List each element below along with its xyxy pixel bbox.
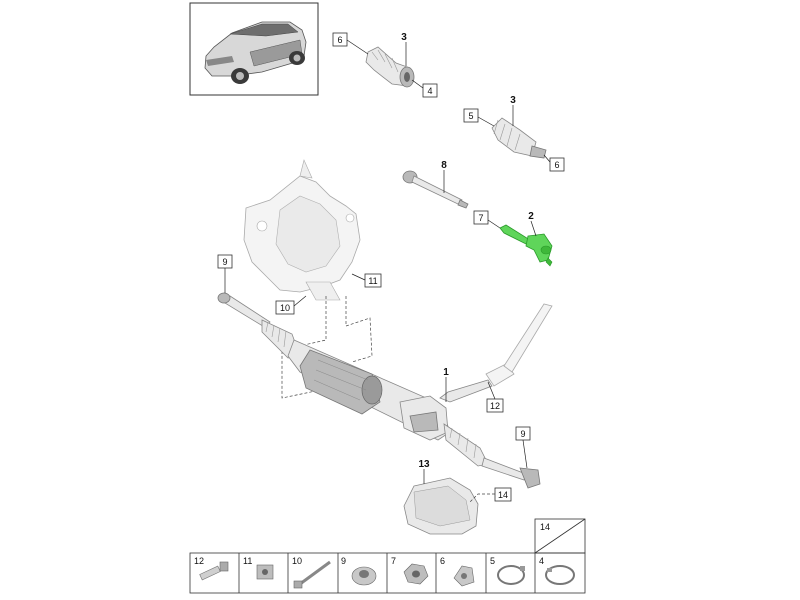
svg-text:4: 4: [427, 86, 432, 96]
legend-cell-6[interactable]: 6: [440, 556, 475, 587]
callout-8[interactable]: 8: [441, 160, 447, 193]
svg-text:4: 4: [539, 556, 544, 566]
svg-text:3: 3: [510, 95, 516, 106]
heat-shield-cover[interactable]: [403, 477, 479, 535]
hose-clamp-icon: [497, 565, 525, 585]
callout-3-upper[interactable]: 3: [401, 32, 407, 66]
callout-13[interactable]: 13: [418, 459, 430, 484]
svg-text:8: 8: [441, 160, 447, 171]
svg-text:10: 10: [280, 303, 290, 313]
svg-text:3: 3: [401, 32, 407, 43]
svg-text:10: 10: [292, 556, 302, 566]
svg-text:6: 6: [440, 556, 445, 566]
legend-cell-5[interactable]: 5: [490, 556, 525, 585]
callout-14[interactable]: 14: [469, 487, 512, 503]
svg-text:12: 12: [194, 556, 204, 566]
callout-3-lower[interactable]: 3: [510, 95, 516, 126]
callout-6-lower[interactable]: 6: [543, 154, 565, 172]
svg-text:12: 12: [490, 401, 500, 411]
bellows-lower[interactable]: [491, 117, 547, 159]
subframe-carrier: [243, 159, 361, 301]
svg-text:11: 11: [243, 556, 252, 566]
svg-text:5: 5: [490, 556, 495, 566]
svg-text:9: 9: [222, 257, 227, 267]
svg-text:6: 6: [554, 160, 559, 170]
svg-text:6: 6: [337, 35, 342, 45]
callout-10[interactable]: 10: [275, 295, 307, 315]
lock-nut-icon: [351, 566, 377, 586]
svg-text:7: 7: [478, 213, 483, 223]
band-clamp-icon: [545, 565, 575, 585]
mounting-guides: [281, 296, 373, 399]
svg-text:9: 9: [520, 429, 525, 439]
svg-text:14: 14: [540, 522, 550, 532]
legend-corner-14: 14: [540, 522, 550, 532]
nut-icon: [256, 564, 274, 580]
steering-gear[interactable]: [217, 292, 553, 489]
bellows-upper[interactable]: [365, 46, 415, 88]
svg-text:7: 7: [391, 556, 396, 566]
tie-rod-end-icon[interactable]: [499, 224, 553, 267]
svg-text:1: 1: [443, 367, 449, 378]
inner-tie-rod[interactable]: [402, 170, 469, 209]
vehicle-thumbnail: [189, 2, 319, 96]
legend-cell-7[interactable]: 7: [391, 556, 429, 585]
callout-5[interactable]: 5: [463, 108, 495, 127]
callout-6-upper[interactable]: 6: [332, 32, 369, 55]
legend-cell-4[interactable]: 4: [539, 556, 575, 585]
callout-12[interactable]: 12: [486, 381, 504, 413]
legend-cell-11[interactable]: 11: [243, 556, 274, 580]
svg-text:11: 11: [368, 276, 377, 286]
svg-text:9: 9: [341, 556, 346, 566]
callout-2[interactable]: 2: [528, 211, 537, 237]
svg-text:13: 13: [418, 459, 430, 470]
callout-9-right[interactable]: 9: [515, 426, 531, 469]
suv-car-icon: [204, 21, 307, 84]
callout-9-left[interactable]: 9: [217, 254, 233, 293]
long-bolt-icon: [293, 560, 331, 589]
svg-text:5: 5: [468, 111, 473, 121]
clamp-clip-icon: [453, 565, 475, 587]
bolt-icon: [199, 561, 229, 581]
callout-4[interactable]: 4: [411, 79, 438, 98]
parts-legend: [189, 518, 586, 594]
legend-cell-10[interactable]: 10: [292, 556, 331, 589]
callout-11[interactable]: 11: [351, 273, 382, 288]
callout-1[interactable]: 1: [443, 367, 449, 402]
legend-cell-9[interactable]: 9: [341, 556, 377, 586]
hex-nut-icon: [403, 563, 429, 585]
legend-cell-12[interactable]: 12: [194, 556, 229, 581]
svg-text:2: 2: [528, 211, 534, 222]
svg-text:14: 14: [498, 490, 508, 500]
callout-7[interactable]: 7: [473, 210, 501, 229]
